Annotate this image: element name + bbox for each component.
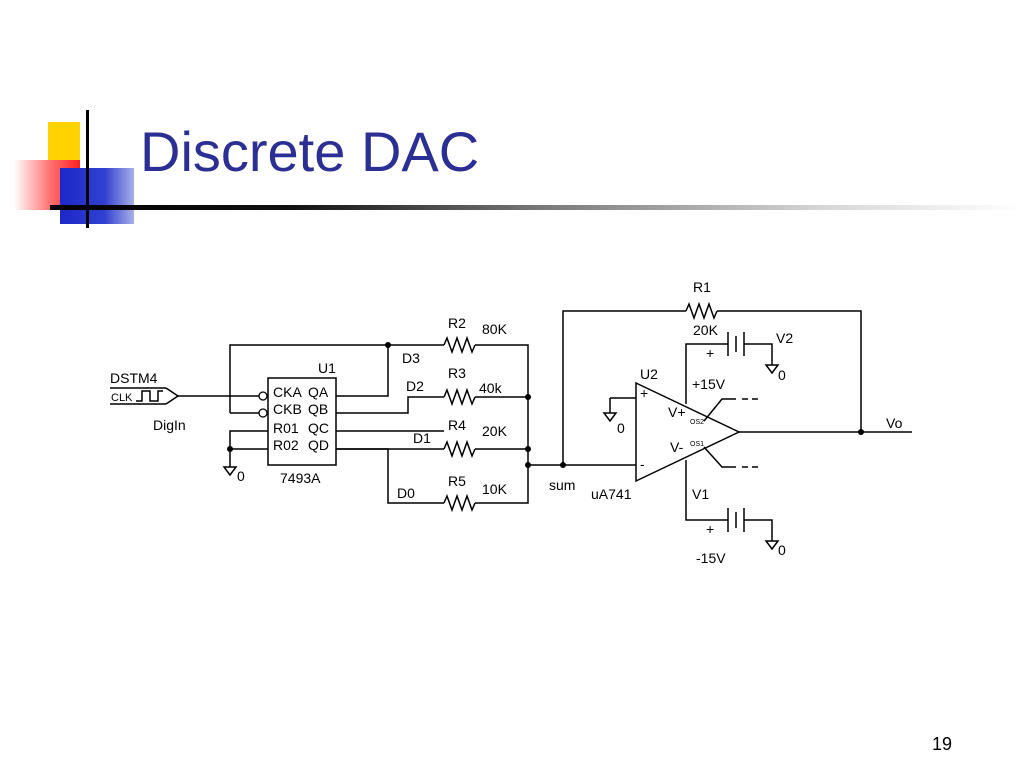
- r1-value-label: 20K: [693, 322, 719, 338]
- v2-plus-mark: +: [706, 345, 714, 361]
- r2-value-label: 80K: [482, 321, 508, 337]
- net-d0-label: D0: [397, 485, 415, 501]
- slide-title: Discrete DAC: [140, 120, 480, 183]
- pin-ckb: CKB: [273, 401, 302, 417]
- feedback-r1: R1 20K: [562, 279, 862, 465]
- u2-ref-label: U2: [640, 366, 658, 382]
- supply-v2: + V2 0 +15V: [692, 330, 793, 392]
- net-d3-label: D3: [402, 350, 420, 366]
- r2-ref-label: R2: [448, 315, 466, 331]
- stimulus-name-label: DSTM4: [110, 370, 158, 386]
- v1-ref-label: V1: [692, 486, 709, 502]
- opamp-os1-label: OS1: [690, 441, 704, 448]
- net-d2-label: D2: [406, 378, 424, 394]
- title-underline: [50, 205, 1024, 210]
- v2-value-label: +15V: [692, 376, 726, 392]
- v1-plus-mark: +: [706, 521, 714, 537]
- pin-r01: R01: [273, 420, 299, 436]
- opamp-vminus-label: V-: [670, 439, 684, 455]
- ground-label-opamp: 0: [617, 420, 625, 436]
- digin-net-label: DigIn: [153, 417, 186, 433]
- ground-label-v1: 0: [778, 542, 786, 558]
- u1-ref-label: U1: [318, 360, 336, 376]
- opamp-u2: 0 + - U2 uA741 V+ V- OS2 OS1 Vo: [591, 343, 912, 521]
- r3-ref-label: R3: [448, 365, 466, 381]
- counter-wiring: 0: [222, 342, 391, 484]
- slide-page-number: 19: [932, 734, 953, 754]
- opamp-minus-label: -: [640, 456, 645, 472]
- r5-ref-label: R5: [448, 473, 466, 489]
- pin-qc: QC: [308, 420, 329, 436]
- r4-ref-label: R4: [448, 417, 466, 433]
- r5-value-label: 10K: [482, 481, 508, 497]
- pin-qa: QA: [308, 384, 329, 400]
- pin-r02: R02: [273, 437, 299, 453]
- net-d1-label: D1: [413, 430, 431, 446]
- ground-label-counter: 0: [237, 468, 245, 484]
- r3-value-label: 40k: [479, 380, 503, 396]
- opamp-os2-label: OS2: [690, 419, 704, 426]
- r1-ref-label: R1: [693, 279, 711, 295]
- counter-u1: U1 CKA CKB R01 R02 QA QB QC QD 7493A: [258, 360, 337, 486]
- r4-value-label: 20K: [482, 423, 508, 439]
- decor-yellow-square: [48, 122, 80, 166]
- v1-value-label: -15V: [696, 550, 726, 566]
- pin-qd: QD: [308, 437, 329, 453]
- pin-cka: CKA: [273, 384, 302, 400]
- vo-net-label: Vo: [886, 415, 903, 431]
- u2-part-label: uA741: [591, 486, 632, 502]
- resistor-ladder: D3 R2 80K D2 R3 40k D1 R4 20K D0 R5 10K …: [336, 315, 636, 513]
- decor-blue-gradient-square: [60, 168, 134, 224]
- decor-vertical-line: [86, 110, 89, 228]
- v2-ref-label: V2: [776, 330, 793, 346]
- stimulus-source: DSTM4 CLK DigIn: [110, 370, 260, 433]
- opamp-vplus-label: V+: [668, 404, 686, 420]
- supply-v1: + V1 0 -15V: [692, 486, 786, 566]
- ground-label-v2: 0: [778, 367, 786, 383]
- u1-part-label: 7493A: [280, 470, 321, 486]
- net-sum-label: sum: [549, 477, 575, 493]
- opamp-plus-label: +: [640, 385, 648, 401]
- pin-qb: QB: [308, 401, 328, 417]
- clk-label: CLK: [111, 392, 133, 404]
